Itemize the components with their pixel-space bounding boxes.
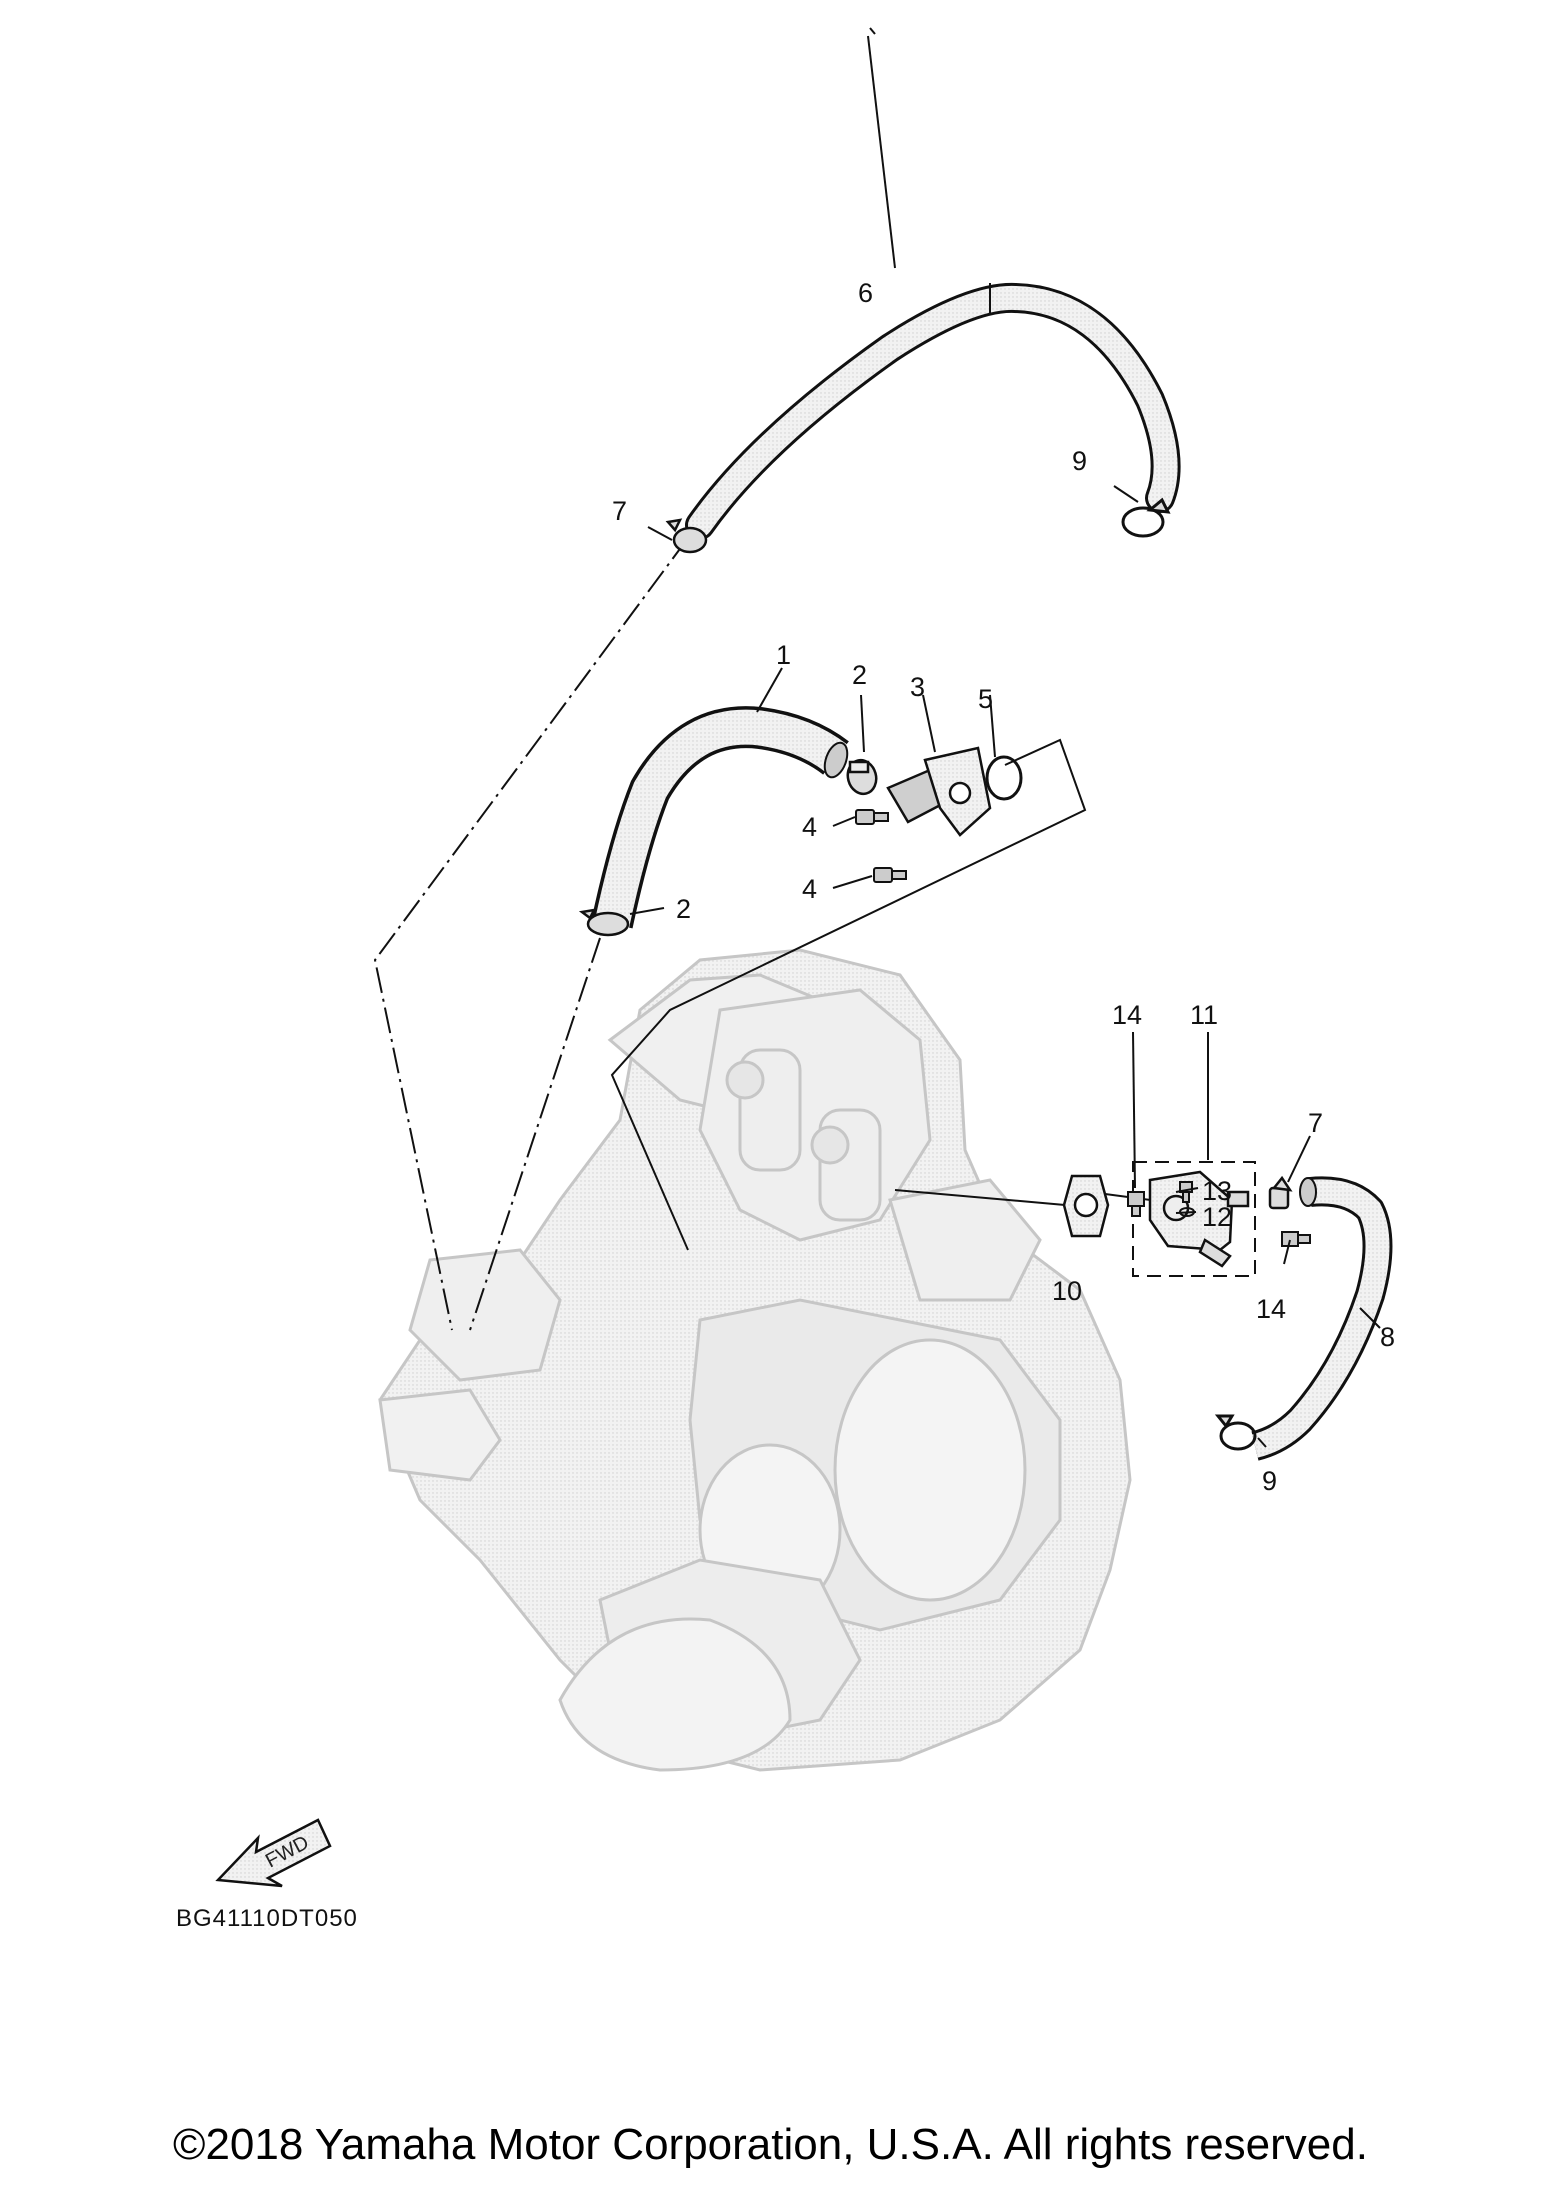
clamp-7-right xyxy=(1268,1175,1293,1210)
callout-7-right: 7 xyxy=(1308,1108,1323,1138)
hose-8 xyxy=(1251,1176,1393,1461)
callout-2-lower: 2 xyxy=(676,894,691,924)
leader-lines-dashdot xyxy=(373,537,689,1331)
callout-13: 13 xyxy=(1202,1176,1232,1206)
callout-14-upper: 14 xyxy=(1112,1000,1142,1030)
callout-14-lower: 14 xyxy=(1256,1294,1286,1324)
callout-8: 8 xyxy=(1380,1322,1395,1352)
bolt-4-upper xyxy=(855,809,889,825)
callout-9-lower: 9 xyxy=(1262,1466,1277,1496)
bleed-bolt-13 xyxy=(1179,1181,1193,1203)
callout-1: 1 xyxy=(776,640,791,670)
clamp-7-upper xyxy=(665,518,708,554)
hose-1 xyxy=(591,706,849,929)
copyright-notice: ©2018 Yamaha Motor Corporation, U.S.A. A… xyxy=(173,2120,1368,2169)
callout-2-upper: 2 xyxy=(852,660,867,690)
diagram-code: BG41110DT050 xyxy=(176,1905,358,1932)
callout-12: 12 xyxy=(1202,1202,1232,1232)
clamp-9-upper xyxy=(1121,497,1171,538)
callout-pointers xyxy=(629,27,1381,1448)
callout-7-upper: 7 xyxy=(612,496,627,526)
thermostat-10 xyxy=(1062,1174,1110,1238)
hose-6 xyxy=(685,282,1181,540)
fwd-arrow-icon: FWD xyxy=(215,1818,332,1888)
clamp-9-lower xyxy=(1214,1414,1257,1451)
assembly-box-11 xyxy=(1132,1161,1256,1277)
clamp-2-lower xyxy=(578,908,630,937)
callout-11: 11 xyxy=(1190,1000,1218,1030)
bolt-4-lower xyxy=(873,867,907,883)
callout-4-lower: 4 xyxy=(802,874,817,904)
pipe-3 xyxy=(886,746,992,837)
callout-5: 5 xyxy=(978,684,993,714)
callout-6: 6 xyxy=(858,278,873,308)
clamp-2-upper xyxy=(846,758,878,796)
callout-labels: 6 7 9 1 2 3 5 4 4 2 14 11 13 12 7 10 14 … xyxy=(612,278,1395,1496)
callout-9-upper: 9 xyxy=(1072,446,1087,476)
o-ring-5 xyxy=(985,755,1023,801)
engine-block xyxy=(378,948,1132,1772)
callout-10: 10 xyxy=(1052,1276,1082,1306)
bolt-14-upper xyxy=(1127,1191,1145,1217)
bolt-14-lower xyxy=(1281,1231,1311,1247)
callout-4-upper: 4 xyxy=(802,812,817,842)
thermostat-housing-11 xyxy=(1148,1170,1250,1268)
callout-3: 3 xyxy=(910,672,925,702)
